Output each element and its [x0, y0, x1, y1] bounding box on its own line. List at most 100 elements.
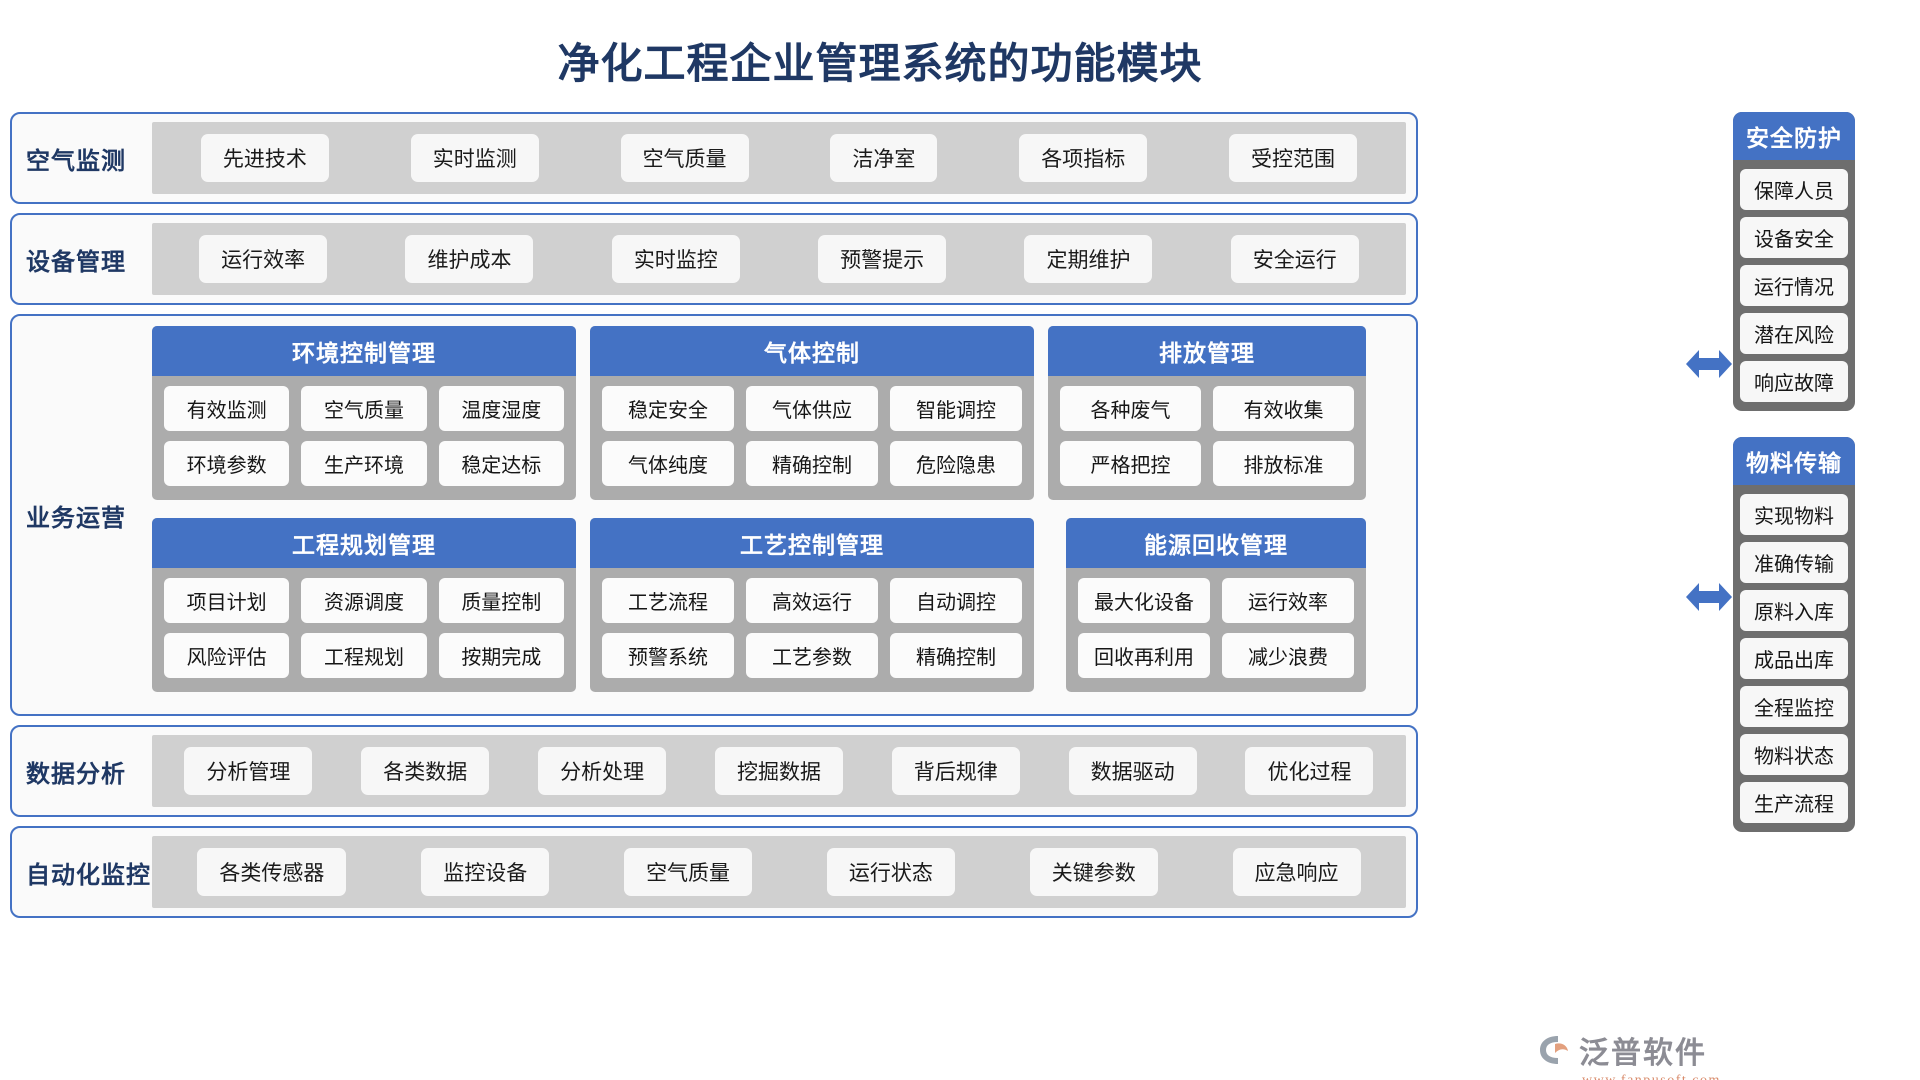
side-chip-material-5[interactable]: 物料状态 — [1740, 734, 1848, 775]
chip-data-3[interactable]: 挖掘数据 — [714, 747, 843, 795]
mchip-gas-2[interactable]: 智能调控 — [890, 386, 1022, 431]
logo-name: 泛普软件 — [1579, 1037, 1707, 1070]
mchip-plan-5[interactable]: 按期完成 — [438, 633, 564, 678]
mchip-ener-3[interactable]: 减少浪费 — [1222, 633, 1354, 678]
mchip-gas-0[interactable]: 稳定安全 — [602, 386, 734, 431]
chip-auto-5[interactable]: 应急响应 — [1232, 848, 1361, 896]
side-chip-material-1[interactable]: 准确传输 — [1740, 542, 1848, 583]
chip-equip-2[interactable]: 实时监控 — [611, 235, 740, 283]
double-arrow-icon-safety — [1686, 345, 1732, 383]
band-air-monitoring: 空气监测 先进技术 实时监测 空气质量 洁净室 各项指标 受控范围 — [10, 112, 1418, 204]
mchip-plan-1[interactable]: 资源调度 — [301, 578, 427, 623]
side-chip-material-3[interactable]: 成品出库 — [1740, 638, 1848, 679]
module-emission-management: 排放管理 各种废气 有效收集 严格把控 排放标准 — [1048, 326, 1366, 500]
chip-data-5[interactable]: 数据驱动 — [1068, 747, 1197, 795]
module-project-planning: 工程规划管理 项目计划 资源调度 质量控制 风险评估 工程规划 按期完成 — [152, 518, 576, 692]
band-strip-data-analysis: 分析管理 各类数据 分析处理 挖掘数据 背后规律 数据驱动 优化过程 — [152, 735, 1406, 807]
chip-air-5[interactable]: 受控范围 — [1229, 134, 1358, 182]
mchip-ener-0[interactable]: 最大化设备 — [1078, 578, 1210, 623]
band-business-operations: 业务运营 环境控制管理 有效监测 空气质量 温度湿度 环境参数 — [10, 314, 1418, 716]
mchip-proc-3[interactable]: 预警系统 — [602, 633, 734, 678]
mchip-emis-2[interactable]: 严格把控 — [1060, 441, 1201, 486]
side-chip-material-6[interactable]: 生产流程 — [1740, 782, 1848, 823]
mchip-plan-0[interactable]: 项目计划 — [164, 578, 290, 623]
chip-data-4[interactable]: 背后规律 — [891, 747, 1020, 795]
mchip-emis-0[interactable]: 各种废气 — [1060, 386, 1201, 431]
band-equipment-management: 设备管理 运行效率 维护成本 实时监控 预警提示 定期维护 安全运行 — [10, 213, 1418, 305]
mchip-plan-2[interactable]: 质量控制 — [438, 578, 564, 623]
mchip-proc-2[interactable]: 自动调控 — [890, 578, 1022, 623]
mchip-env-3[interactable]: 环境参数 — [164, 441, 290, 486]
side-items-material-transport: 实现物料 准确传输 原料入库 成品出库 全程监控 物料状态 生产流程 — [1733, 485, 1855, 823]
mchip-env-5[interactable]: 稳定达标 — [438, 441, 564, 486]
module-line: 稳定安全 气体供应 智能调控 — [602, 386, 1022, 431]
chip-data-2[interactable]: 分析处理 — [538, 747, 667, 795]
mchip-env-4[interactable]: 生产环境 — [301, 441, 427, 486]
chip-air-2[interactable]: 空气质量 — [620, 134, 749, 182]
mchip-proc-1[interactable]: 高效运行 — [746, 578, 878, 623]
mchip-plan-4[interactable]: 工程规划 — [301, 633, 427, 678]
mchip-emis-3[interactable]: 排放标准 — [1213, 441, 1354, 486]
side-chip-material-0[interactable]: 实现物料 — [1740, 494, 1848, 535]
module-line: 严格把控 排放标准 — [1060, 441, 1354, 486]
mchip-gas-3[interactable]: 气体纯度 — [602, 441, 734, 486]
chip-data-1[interactable]: 各类数据 — [361, 747, 490, 795]
chip-equip-3[interactable]: 预警提示 — [818, 235, 947, 283]
side-chip-safety-3[interactable]: 潜在风险 — [1740, 313, 1848, 354]
chip-auto-1[interactable]: 监控设备 — [421, 848, 550, 896]
band-strip-air-monitoring: 先进技术 实时监测 空气质量 洁净室 各项指标 受控范围 — [152, 122, 1406, 194]
side-chip-safety-2[interactable]: 运行情况 — [1740, 265, 1848, 306]
mchip-ener-2[interactable]: 回收再利用 — [1078, 633, 1210, 678]
mchip-gas-1[interactable]: 气体供应 — [746, 386, 878, 431]
module-header-process-control: 工艺控制管理 — [590, 518, 1034, 568]
mchip-env-1[interactable]: 空气质量 — [301, 386, 427, 431]
side-chip-material-2[interactable]: 原料入库 — [1740, 590, 1848, 631]
mchip-gas-4[interactable]: 精确控制 — [746, 441, 878, 486]
side-chip-safety-1[interactable]: 设备安全 — [1740, 217, 1848, 258]
chip-auto-3[interactable]: 运行状态 — [826, 848, 955, 896]
chip-air-3[interactable]: 洁净室 — [830, 134, 938, 182]
chip-equip-1[interactable]: 维护成本 — [405, 235, 534, 283]
mchip-env-2[interactable]: 温度湿度 — [438, 386, 564, 431]
mchip-proc-4[interactable]: 工艺参数 — [746, 633, 878, 678]
chip-air-0[interactable]: 先进技术 — [200, 134, 329, 182]
mchip-emis-1[interactable]: 有效收集 — [1213, 386, 1354, 431]
logo-row: 泛普软件 — [1538, 1028, 1707, 1072]
module-gas-control: 气体控制 稳定安全 气体供应 智能调控 气体纯度 精确控制 危险隐患 — [590, 326, 1034, 500]
double-arrow-icon-material — [1686, 578, 1732, 616]
side-chip-material-4[interactable]: 全程监控 — [1740, 686, 1848, 727]
chip-auto-0[interactable]: 各类传感器 — [197, 848, 347, 896]
chip-auto-2[interactable]: 空气质量 — [624, 848, 753, 896]
chip-air-1[interactable]: 实时监测 — [410, 134, 539, 182]
module-line: 工艺流程 高效运行 自动调控 — [602, 578, 1022, 623]
mchip-proc-0[interactable]: 工艺流程 — [602, 578, 734, 623]
side-chip-safety-4[interactable]: 响应故障 — [1740, 361, 1848, 402]
module-line: 项目计划 资源调度 质量控制 — [164, 578, 564, 623]
chip-equip-5[interactable]: 安全运行 — [1230, 235, 1359, 283]
module-header-project-planning: 工程规划管理 — [152, 518, 576, 568]
module-body-emission-management: 各种废气 有效收集 严格把控 排放标准 — [1048, 376, 1366, 500]
mchip-plan-3[interactable]: 风险评估 — [164, 633, 290, 678]
chip-equip-4[interactable]: 定期维护 — [1024, 235, 1153, 283]
chip-equip-0[interactable]: 运行效率 — [199, 235, 328, 283]
chip-data-0[interactable]: 分析管理 — [184, 747, 313, 795]
side-chip-safety-0[interactable]: 保障人员 — [1740, 169, 1848, 210]
brand-logo: 泛普软件 www.fanpusoft.com — [1538, 1028, 1721, 1080]
module-line: 有效监测 空气质量 温度湿度 — [164, 386, 564, 431]
operations-row-1: 环境控制管理 有效监测 空气质量 温度湿度 环境参数 生产环境 稳定达标 — [152, 326, 1406, 500]
operations-row-2: 工程规划管理 项目计划 资源调度 质量控制 风险评估 工程规划 按期完成 — [152, 518, 1406, 692]
chip-auto-4[interactable]: 关键参数 — [1029, 848, 1158, 896]
main-column: 空气监测 先进技术 实时监测 空气质量 洁净室 各项指标 受控范围 设备管理 运… — [10, 112, 1418, 927]
chip-data-6[interactable]: 优化过程 — [1245, 747, 1374, 795]
module-header-emission-management: 排放管理 — [1048, 326, 1366, 376]
right-sidebar: 安全防护 保障人员 设备安全 运行情况 潜在风险 响应故障 物料传输 实现物料 … — [1733, 112, 1855, 832]
chip-air-4[interactable]: 各项指标 — [1019, 134, 1148, 182]
module-line: 风险评估 工程规划 按期完成 — [164, 633, 564, 678]
mchip-ener-1[interactable]: 运行效率 — [1222, 578, 1354, 623]
module-body-environment-control: 有效监测 空气质量 温度湿度 环境参数 生产环境 稳定达标 — [152, 376, 576, 500]
mchip-env-0[interactable]: 有效监测 — [164, 386, 290, 431]
mchip-gas-5[interactable]: 危险隐患 — [890, 441, 1022, 486]
mchip-proc-5[interactable]: 精确控制 — [890, 633, 1022, 678]
band-strip-automation-monitoring: 各类传感器 监控设备 空气质量 运行状态 关键参数 应急响应 — [152, 836, 1406, 908]
